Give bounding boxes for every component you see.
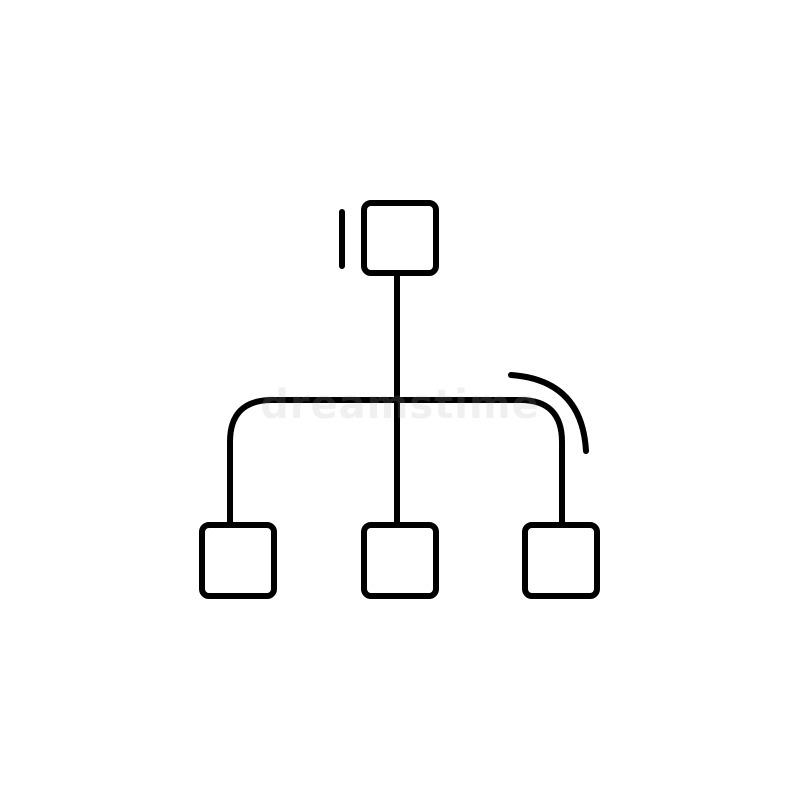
top-node-box bbox=[361, 200, 439, 276]
motion-accent-arc bbox=[508, 372, 589, 454]
branch-connector bbox=[227, 397, 565, 528]
child-node-center-box bbox=[361, 522, 439, 599]
child-node-left-box bbox=[199, 522, 277, 599]
child-node-right-box bbox=[522, 522, 600, 599]
